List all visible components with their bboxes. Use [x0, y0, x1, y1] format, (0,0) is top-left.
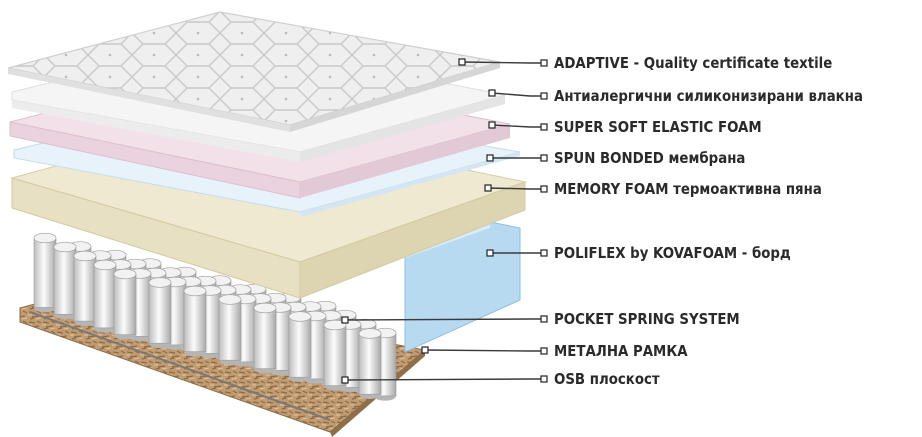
layer-label-adaptive: ADAPTIVE - Quality certificate textile: [554, 54, 833, 72]
spring-coil: [93, 259, 117, 333]
leader-lines: [341, 58, 548, 384]
leader-end-marker: [540, 59, 548, 67]
leader-marker: [486, 154, 494, 162]
spring-coil: [53, 241, 77, 320]
layer-label-fiber: Антиалергични силиконизирани влакна: [554, 87, 863, 105]
spring-coil: [358, 328, 382, 400]
spring-coil: [218, 294, 242, 366]
leader-line: [344, 378, 546, 381]
leader-end-marker: [540, 123, 548, 131]
leader-marker: [458, 58, 466, 66]
layer-label-spun-bonded: SPUN BONDED мембрана: [554, 149, 746, 167]
leader-marker: [341, 376, 349, 384]
leader-line: [487, 187, 546, 190]
leader-marker: [488, 89, 496, 97]
spring-coil: [148, 277, 172, 349]
layer-label-osb: OSB плоскост: [554, 370, 660, 388]
layer-label-pocket-spring: POCKET SPRING SYSTEM: [554, 310, 740, 328]
leader-end-marker: [540, 249, 548, 257]
leader-marker: [488, 121, 496, 129]
layer-label-metal-frame: МЕТАЛНА РАМКА: [554, 342, 688, 360]
layer-label-poliflex: POLIFLEX by KOVAFOAM - борд: [554, 244, 791, 262]
leader-marker: [421, 346, 429, 354]
spring-coil: [183, 285, 207, 357]
leader-end-marker: [540, 92, 548, 100]
textile-layer: [7, 11, 501, 132]
leader-marker: [341, 316, 349, 324]
leader-marker: [486, 249, 494, 257]
leader-end-marker: [540, 185, 548, 193]
leader-line: [344, 318, 546, 321]
leader-end-marker: [540, 375, 548, 383]
leader-line: [424, 349, 546, 352]
spring-coil: [113, 268, 137, 340]
leader-end-marker: [540, 154, 548, 162]
leader-end-marker: [540, 347, 548, 355]
pocket-springs: [33, 232, 397, 401]
layer-label-memory-foam: MEMORY FOAM термоактивна пяна: [554, 180, 822, 198]
spring-coil: [323, 319, 347, 391]
leader-line: [461, 61, 546, 64]
layer-label-super-soft: SUPER SOFT ELASTIC FOAM: [554, 118, 762, 136]
leader-marker: [484, 184, 492, 192]
spring-coil: [73, 250, 97, 326]
metal-frame: [29, 311, 331, 421]
leader-end-marker: [540, 315, 548, 323]
spring-coil: [288, 311, 312, 383]
spring-coil: [33, 232, 57, 313]
spring-coil: [253, 302, 277, 374]
